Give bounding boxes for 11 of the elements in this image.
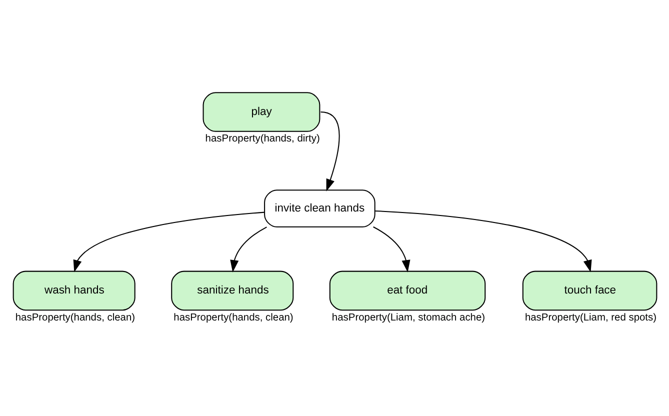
arrow bbox=[230, 226, 267, 272]
arrow bbox=[73, 211, 264, 272]
node-label: hasProperty(Liam, red spots) bbox=[524, 312, 657, 323]
node-label: hasProperty(Liam, stomach ache) bbox=[332, 312, 486, 323]
node-box: invite clean hands bbox=[264, 189, 376, 227]
node-label: hasProperty(hands, clean) bbox=[174, 312, 294, 323]
arrow bbox=[373, 226, 410, 272]
arrow bbox=[320, 111, 340, 191]
node-label: hasProperty(hands, dirty) bbox=[205, 133, 320, 144]
arrow bbox=[375, 210, 592, 272]
node-label: hasProperty(hands, clean) bbox=[15, 312, 136, 323]
